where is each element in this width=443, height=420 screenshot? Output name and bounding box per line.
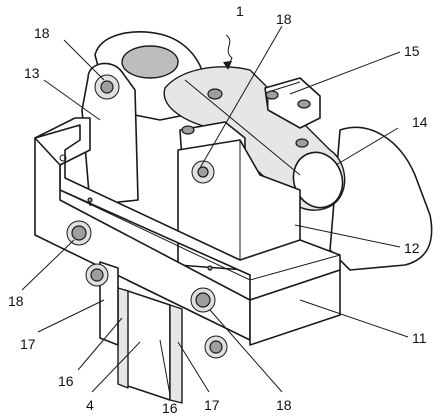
- callout-14: 14: [412, 114, 428, 130]
- callout-18-top-left: 18: [34, 25, 50, 41]
- leader-14: [335, 127, 399, 166]
- leader-15: [289, 51, 401, 95]
- lower-bolt-left-core: [90, 268, 104, 282]
- callout-4: 4: [86, 397, 94, 413]
- leader-16-bottom: [159, 339, 171, 396]
- leader-16-left: [77, 317, 123, 371]
- lever-pivot-inner: [100, 80, 114, 94]
- callout-11: 11: [412, 330, 427, 346]
- callout-16-bottom: 16: [162, 400, 178, 416]
- callout-18-bottom: 18: [276, 397, 292, 413]
- leader-18-bottom: [209, 309, 283, 393]
- callout-16-left: 16: [58, 373, 74, 389]
- leader-13: [43, 79, 101, 121]
- yoke-bore: [121, 45, 179, 79]
- callout-1: 1: [236, 3, 244, 19]
- leader-17-left: [37, 299, 105, 333]
- frame-hole-small: [59, 154, 67, 162]
- frame-right-face: [249, 269, 341, 346]
- bolt-saddle-1: [181, 125, 195, 135]
- leader-11: [299, 299, 409, 338]
- lower-block-4: [124, 289, 171, 401]
- callout-17-bottom: 17: [204, 397, 220, 413]
- frame-dot-2: [207, 265, 213, 271]
- bolt-clamp-1: [297, 99, 311, 109]
- leader-12: [294, 224, 401, 248]
- rear-housing-right: [329, 126, 433, 271]
- shaft-highlight: [184, 79, 301, 176]
- bolt-saddle-3: [295, 138, 309, 148]
- frame-bolt-right-core: [195, 292, 211, 308]
- bolt-clamp-3: [207, 88, 223, 100]
- leader-18-top-left: [63, 39, 105, 81]
- frame-top-rim: [59, 189, 341, 281]
- frame-bolt-left-core: [71, 225, 87, 241]
- leader-1: [225, 34, 233, 67]
- callout-18-top-center: 18: [276, 11, 292, 27]
- bracket-pin-inner: [197, 166, 209, 178]
- bolt-clamp-2: [265, 90, 279, 100]
- lower-plate-17: [169, 304, 183, 404]
- leader-18-left: [21, 239, 75, 291]
- callout-18-left: 18: [8, 293, 24, 309]
- callout-12: 12: [404, 240, 420, 256]
- leader-18-top-center: [199, 25, 283, 169]
- lower-plate-16: [117, 287, 129, 389]
- frame-dot-1: [87, 197, 93, 203]
- callout-15: 15: [404, 43, 420, 59]
- leader-1-arrow: [223, 61, 232, 70]
- leader-4: [91, 341, 141, 393]
- leader-17-bottom: [177, 341, 210, 393]
- callout-13: 13: [24, 65, 40, 81]
- lower-bolt-right-core: [209, 340, 223, 354]
- callout-17-left: 17: [20, 336, 36, 352]
